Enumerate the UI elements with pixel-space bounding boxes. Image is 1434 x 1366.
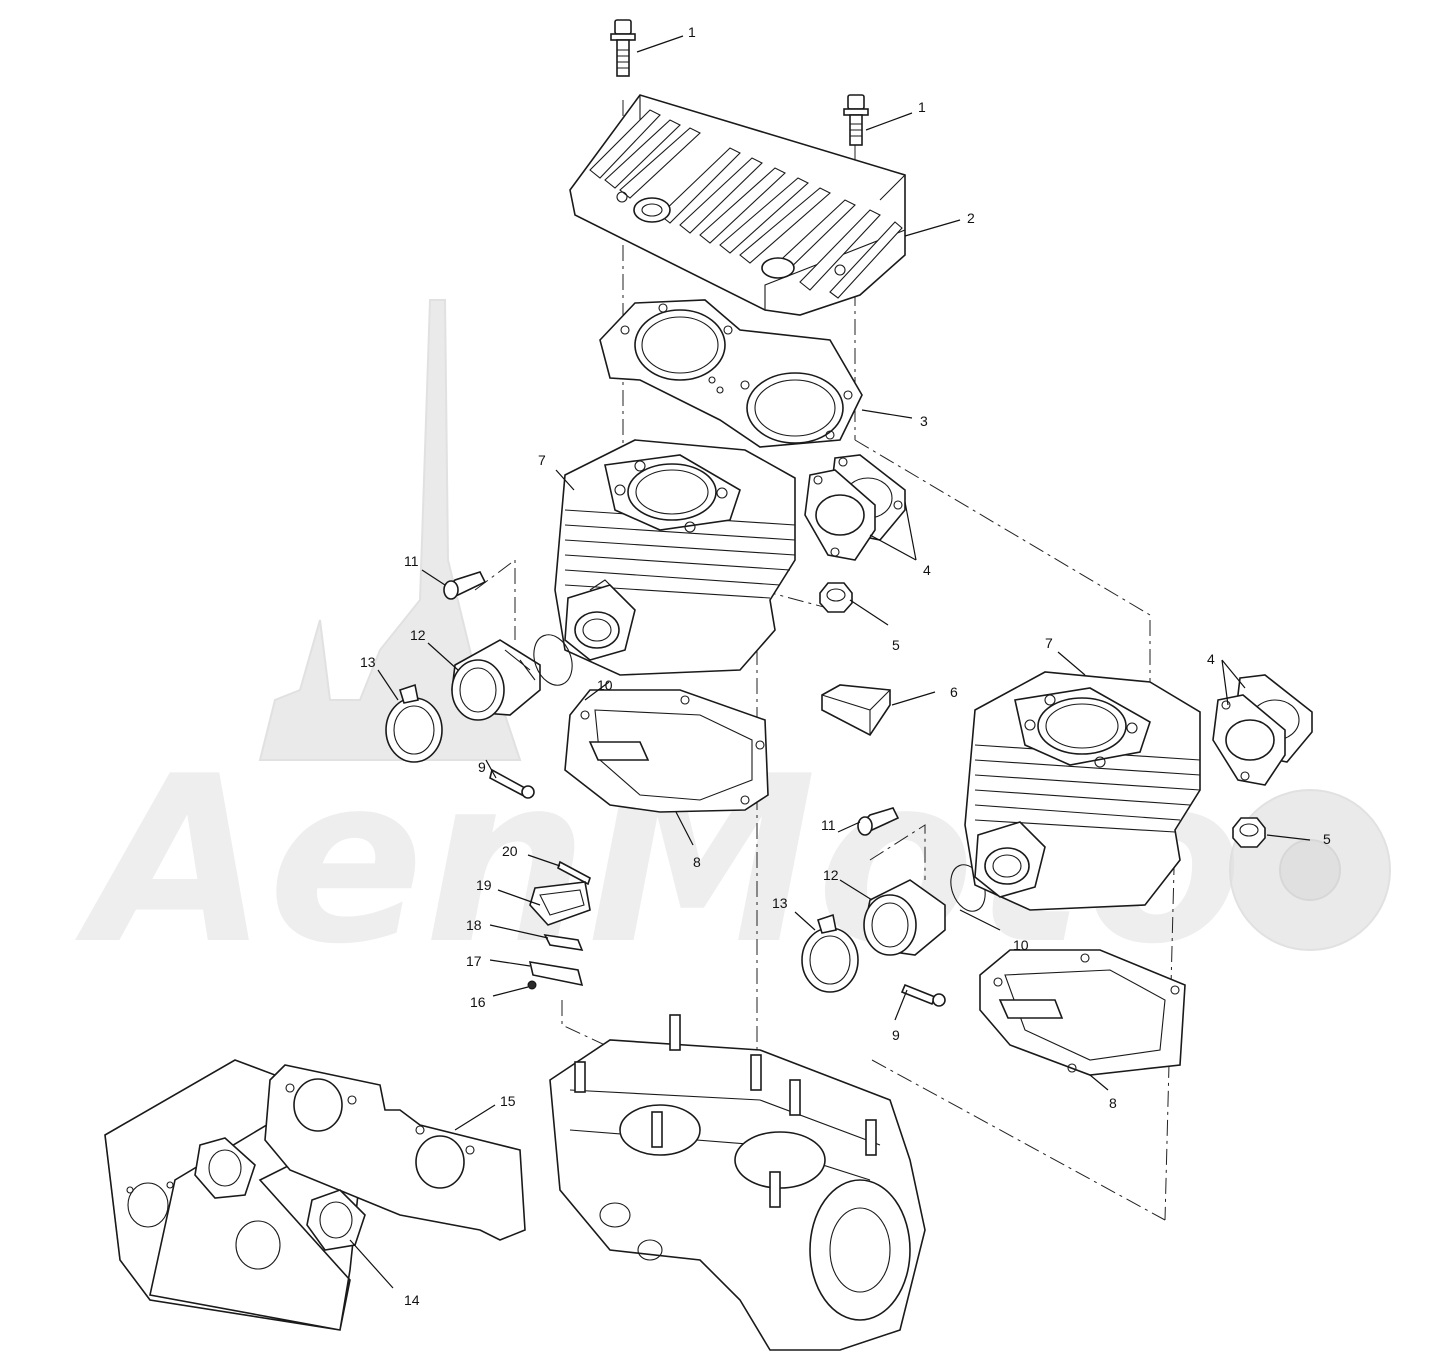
stud <box>789 1079 801 1116</box>
callout-10-left: 10 <box>597 677 613 693</box>
callout-17: 17 <box>466 953 482 969</box>
intake-boot-right <box>863 879 946 956</box>
crankcase <box>549 1014 926 1351</box>
callout-9-left: 9 <box>478 759 486 775</box>
watermark-spire-icon <box>258 299 522 761</box>
head-bolt-right <box>843 94 869 146</box>
flange-nut-left <box>819 582 853 613</box>
exhaust-flange-gaskets <box>194 1137 366 1251</box>
callout-13-left: 13 <box>360 654 376 670</box>
leader-lines <box>349 35 1311 1289</box>
callout-3: 3 <box>920 413 928 429</box>
exhaust-gasket-pair-left <box>804 454 906 561</box>
stud <box>651 1111 663 1148</box>
callout-19: 19 <box>476 877 492 893</box>
clamp-screw-right <box>900 983 946 1007</box>
callout-8-left: 8 <box>693 854 701 870</box>
head-bolt-left <box>610 19 636 77</box>
callout-7-left: 7 <box>538 452 546 468</box>
callout-13-right: 13 <box>772 895 788 911</box>
base-gasket-right <box>979 949 1186 1076</box>
cylinder-right <box>964 671 1201 911</box>
reed-petal <box>543 933 584 952</box>
exhaust-manifold-gasket <box>264 1064 526 1241</box>
stud <box>669 1014 681 1051</box>
callout-11-left: 11 <box>404 553 419 569</box>
cooling-fins <box>589 109 903 299</box>
callout-9-right: 9 <box>892 1027 900 1043</box>
callout-16: 16 <box>470 994 486 1010</box>
callout-6: 6 <box>950 684 958 700</box>
o-ring-left <box>533 634 573 686</box>
callout-18: 18 <box>466 917 482 933</box>
intake-boot-left <box>451 639 541 721</box>
callout-4-right: 4 <box>1207 651 1215 667</box>
callout-7-right: 7 <box>1045 635 1053 651</box>
stud <box>574 1061 586 1093</box>
stud <box>769 1171 781 1208</box>
reed-stopper <box>528 961 584 987</box>
callout-4-left: 4 <box>923 562 931 578</box>
reed-screw <box>527 980 537 990</box>
callout-1-right-bolt: 1 <box>918 99 926 115</box>
stud <box>865 1119 877 1156</box>
intake-bolt-right <box>857 807 900 836</box>
base-gasket-left <box>564 689 769 813</box>
callout-12-right: 12 <box>823 867 839 883</box>
callout-8-right: 8 <box>1109 1095 1117 1111</box>
spark-plug-boss-icon <box>633 197 671 223</box>
callout-20: 20 <box>502 843 518 859</box>
callout-14: 14 <box>404 1292 420 1308</box>
callout-11-right: 11 <box>821 817 836 833</box>
clamp-screw-left <box>489 768 535 799</box>
stud <box>750 1054 762 1091</box>
alignment-line-left-intake <box>474 559 516 640</box>
callout-labels: 1 1 2 3 4 4 5 5 6 7 7 8 8 9 9 10 10 11 1… <box>360 24 1331 1308</box>
flange-nut-right <box>1232 817 1266 848</box>
callout-5-right: 5 <box>1323 831 1331 847</box>
alignment-line-right-intake <box>869 824 926 880</box>
intake-bolt-left <box>443 571 487 600</box>
wedge-block <box>821 684 891 737</box>
cylinder-left <box>554 439 796 676</box>
head-gasket <box>599 299 863 448</box>
alignment-line-crankcase-right <box>871 1059 1166 1221</box>
callout-10-right: 10 <box>1013 937 1029 953</box>
callout-5-left: 5 <box>892 637 900 653</box>
exhaust-gasket-pair-right <box>1212 674 1313 786</box>
callout-2: 2 <box>967 210 975 226</box>
callout-1-left-bolt: 1 <box>688 24 696 40</box>
callout-12-left: 12 <box>410 627 426 643</box>
alignment-line-reed <box>561 1000 681 1081</box>
callout-15: 15 <box>500 1093 516 1109</box>
cylinder-head <box>569 94 906 316</box>
hose-clamp-left <box>385 683 443 763</box>
hose-clamp-right <box>801 913 859 993</box>
watermark-wheel-hub-icon <box>1279 839 1341 901</box>
